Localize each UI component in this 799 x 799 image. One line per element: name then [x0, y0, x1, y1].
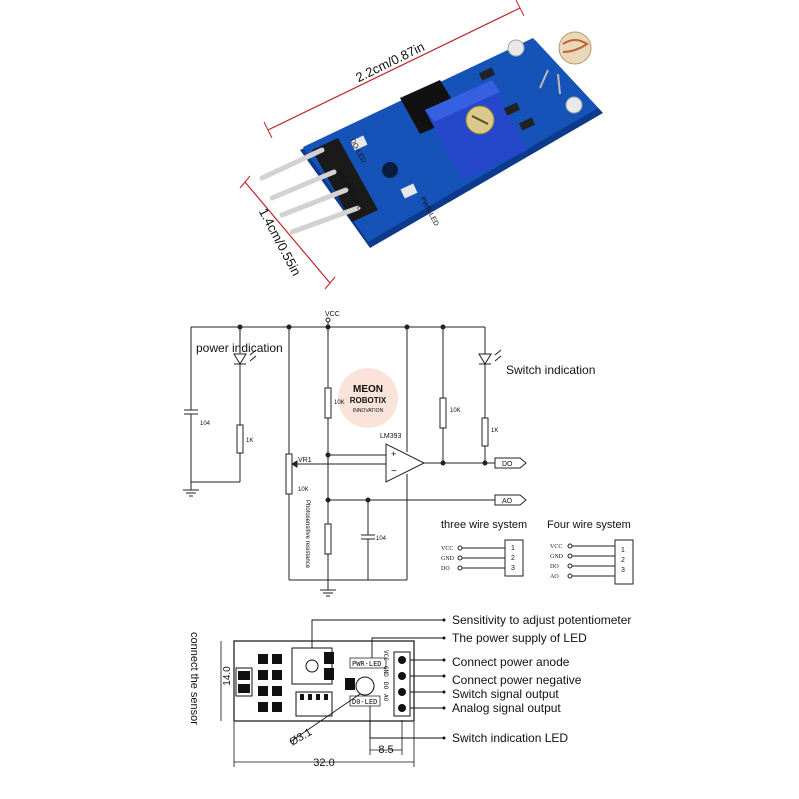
lm393-label: LM393	[380, 433, 402, 440]
svg-text:VCC: VCC	[441, 546, 453, 552]
svg-text:3: 3	[621, 567, 625, 574]
svg-text:GND: GND	[550, 554, 564, 560]
svg-text:Analog signal output: Analog signal output	[452, 701, 561, 715]
svg-text:VCC: VCC	[382, 650, 389, 661]
mount-hole-top	[507, 39, 525, 57]
svg-text:10K: 10K	[450, 408, 461, 414]
svg-text:AO: AO	[382, 694, 389, 702]
svg-text:2: 2	[511, 555, 515, 562]
module-photo: 2.2cm/0.87in 1.4cm/0.55in	[239, 0, 603, 290]
svg-text:Switch signal output: Switch signal output	[452, 687, 559, 701]
silk-pwr-led: PWR-LED	[352, 660, 382, 668]
pin-header	[312, 138, 378, 222]
pin-offset-dimension: 8.5	[378, 744, 393, 756]
svg-text:Connect power negative: Connect power negative	[452, 673, 582, 687]
svg-text:10K: 10K	[334, 400, 345, 406]
svg-text:DO: DO	[382, 682, 389, 690]
svg-text:three wire system: three wire system	[441, 519, 527, 531]
svg-text:VR1: VR1	[298, 457, 312, 464]
smd-resistor	[518, 117, 536, 131]
ao-output-label: AO	[502, 498, 513, 505]
do-output-label: DO	[502, 461, 513, 468]
svg-text:Four wire system: Four wire system	[547, 519, 631, 531]
svg-text:DO: DO	[550, 564, 559, 570]
svg-text:104: 104	[200, 421, 211, 427]
svg-text:ROBOTIX: ROBOTIX	[350, 396, 387, 405]
header-pins	[259, 147, 361, 235]
schematic: MEON ROBOTIX INNOVATION	[183, 317, 527, 597]
svg-text:+: +	[391, 449, 396, 459]
svg-text:AO: AO	[550, 574, 559, 580]
silk-d0-led: D0-LED	[352, 698, 377, 706]
photoresistor-component	[539, 31, 592, 95]
pwr-led-part	[400, 183, 418, 199]
schematic-labels: VCC power indication Switch indication 1…	[196, 311, 595, 569]
length-label: 2.2cm/0.87in	[353, 39, 426, 85]
svg-text:1: 1	[511, 545, 515, 552]
callouts: Sensitivity to adjust potentiometer The …	[452, 613, 631, 745]
three-wire-system: three wire system VCC GND DO 1 2 3	[441, 519, 527, 577]
svg-text:INNOVATION: INNOVATION	[353, 408, 384, 414]
svg-text:−: −	[391, 466, 397, 477]
potentiometer	[425, 80, 528, 180]
power-indication-label: power indication	[196, 341, 283, 355]
height-dimension: 14.0	[222, 666, 233, 686]
svg-text:3: 3	[511, 565, 515, 572]
svg-text:Sensitivity to adjust potentio: Sensitivity to adjust potentiometer	[452, 613, 631, 627]
switch-indication-label: Switch indication	[506, 363, 595, 377]
smd-resistor	[478, 67, 496, 81]
svg-text:GND: GND	[441, 556, 455, 562]
photoresistor-label: Photosensitive resistance	[304, 500, 310, 569]
mount-hole-center	[382, 162, 398, 178]
smd-resistor	[503, 102, 521, 116]
svg-text:GND: GND	[382, 666, 389, 677]
connect-sensor-label: connect the sensor	[188, 632, 200, 725]
svg-text:10K: 10K	[298, 487, 309, 493]
svg-text:Switch indication LED: Switch indication LED	[452, 731, 568, 745]
hole-dimension: Ø3.1	[288, 726, 315, 748]
do-led-part	[350, 135, 368, 151]
pcb-layout: connect the sensor 14.0 PWR-LED	[188, 613, 631, 769]
svg-text:2: 2	[621, 557, 625, 564]
svg-text:The power supply of LED: The power supply of LED	[452, 631, 587, 645]
svg-text:104: 104	[376, 536, 387, 542]
length-dimension-pcb: 32.0	[313, 757, 334, 769]
svg-text:1: 1	[621, 547, 625, 554]
svg-text:Connect power anode: Connect power anode	[452, 655, 570, 669]
four-wire-system: Four wire system VCC GND DO AO 1 2 3	[547, 519, 634, 585]
svg-text:1K: 1K	[246, 438, 253, 444]
svg-text:MEON: MEON	[353, 384, 383, 395]
svg-text:VCC: VCC	[550, 544, 562, 550]
svg-text:DO: DO	[441, 566, 450, 572]
watermark: MEON ROBOTIX INNOVATION	[338, 368, 398, 428]
mount-hole-right	[565, 96, 583, 114]
svg-text:1K: 1K	[491, 428, 498, 434]
vcc-label: VCC	[325, 311, 340, 318]
